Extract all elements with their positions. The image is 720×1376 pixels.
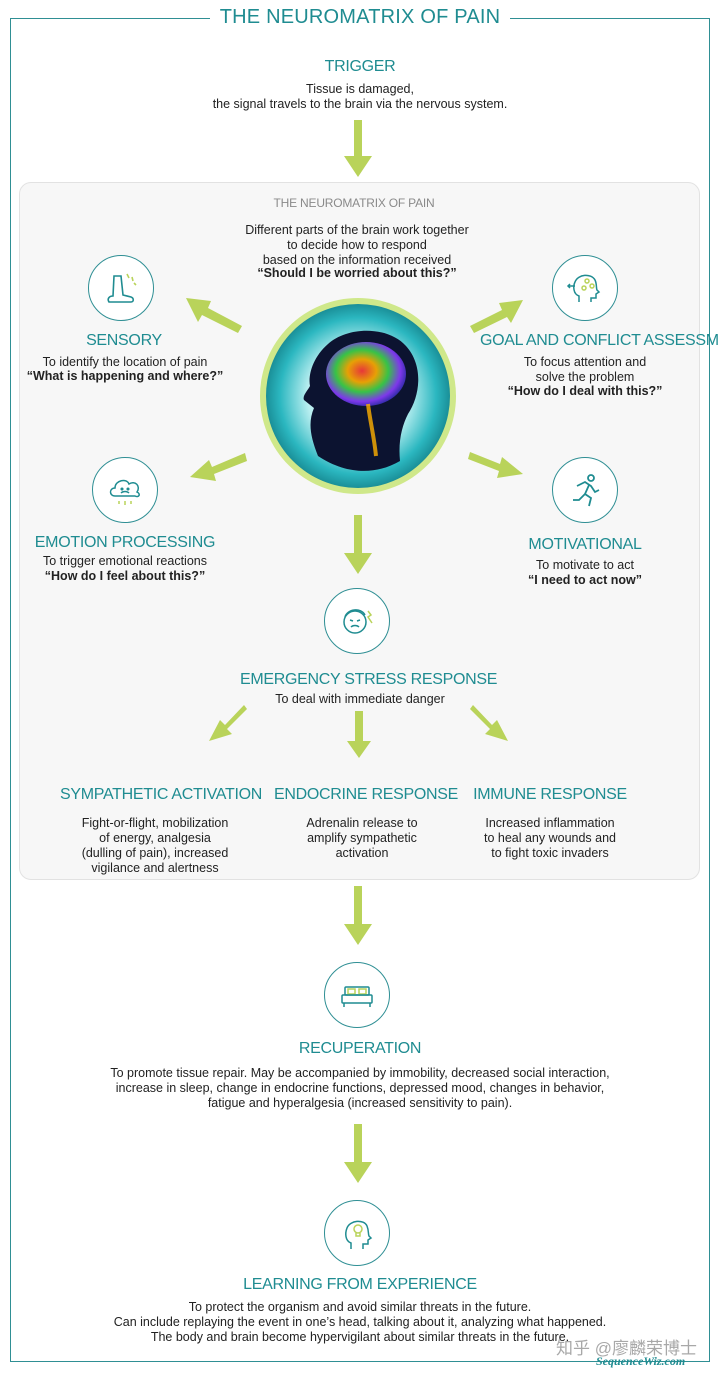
arrow-down-icon [343, 886, 373, 946]
emergency-heading: EMERGENCY STRESS RESPONSE [240, 671, 498, 688]
zhihu-watermark: 知乎 @廖麟荣博士 [556, 1339, 697, 1358]
motivational-heading: MOTIVATIONAL [528, 536, 642, 553]
diagram-title: THE NEUROMATRIX OF PAIN [209, 6, 511, 28]
motivational-question: “I need to act now” [528, 573, 642, 587]
immune-text: Increased inflammation to heal any wound… [483, 816, 617, 860]
neuromatrix-question: “Should I be worried about this?” [257, 266, 457, 280]
immune-heading: IMMUNE RESPONSE [473, 786, 627, 803]
bed-icon [324, 962, 390, 1028]
learning-text: To protect the organism and avoid simila… [113, 1300, 607, 1344]
arrow-down-left-icon [207, 701, 247, 743]
foot-pain-icon [88, 255, 154, 321]
goal-question: “How do I deal with this?” [507, 384, 663, 398]
sensory-question: “What is happening and where?” [26, 369, 224, 383]
endocrine-text: Adrenalin release to amplify sympathetic… [306, 816, 418, 860]
neuromatrix-text: Different parts of the brain work togeth… [245, 223, 469, 267]
emergency-text: To deal with immediate danger [275, 692, 445, 706]
arrow-down-icon [343, 120, 373, 178]
motivational-text: To motivate to act [536, 558, 634, 572]
recuperation-heading: RECUPERATION [298, 1040, 422, 1057]
arrow-down-icon [346, 711, 372, 759]
arrow-down-icon [343, 1124, 373, 1184]
sensory-text: To identify the location of pain [42, 355, 208, 369]
sensory-heading: SENSORY [86, 332, 162, 349]
arrow-up-left-icon [182, 290, 246, 338]
trigger-heading: TRIGGER [324, 58, 396, 75]
sequencewiz-logo: SequenceWiz.com [596, 1354, 686, 1368]
arrow-down-right-icon [468, 444, 526, 480]
head-network-icon [552, 255, 618, 321]
stressed-face-icon [324, 588, 390, 654]
running-person-icon [552, 457, 618, 523]
sad-cloud-icon [92, 457, 158, 523]
brain-head-image [258, 296, 458, 496]
arrow-down-right-icon [470, 701, 510, 743]
arrow-up-right-icon [466, 292, 526, 336]
arrow-down-icon [343, 515, 373, 575]
head-lightbulb-icon [324, 1200, 390, 1266]
sympathetic-text: Fight-or-flight, mobilization of energy,… [81, 816, 229, 875]
emotion-text: To trigger emotional reactions [43, 554, 207, 568]
trigger-text: Tissue is damaged, the signal travels to… [212, 82, 508, 111]
goal-heading: GOAL AND CONFLICT ASSESSMENT [480, 332, 720, 349]
learning-heading: LEARNING FROM EXPERIENCE [243, 1276, 477, 1293]
sympathetic-heading: SYMPATHETIC ACTIVATION [60, 786, 263, 803]
recuperation-text: To promote tissue repair. May be accompa… [110, 1066, 610, 1110]
neuromatrix-subtitle: THE NEUROMATRIX OF PAIN [273, 196, 435, 210]
goal-text: To focus attention and solve the problem [523, 355, 647, 384]
emotion-question: “How do I feel about this?” [44, 569, 206, 583]
endocrine-heading: ENDOCRINE RESPONSE [274, 786, 458, 803]
emotion-heading: EMOTION PROCESSING [34, 534, 216, 551]
arrow-down-left-icon [188, 447, 248, 483]
